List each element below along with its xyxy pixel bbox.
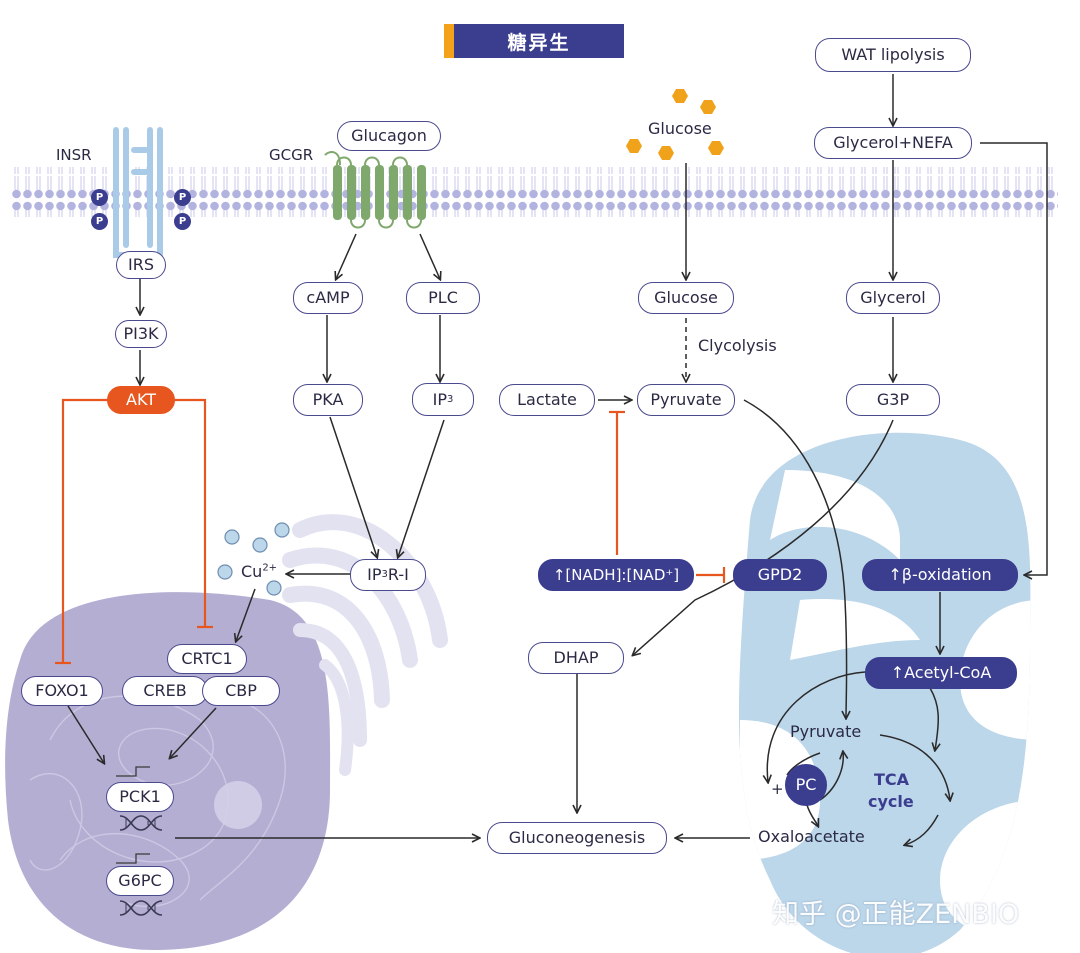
activation-arrows [67,74,1048,864]
nucleolus [214,781,262,829]
node-glucose: Glucose [638,282,734,314]
watermark: 知乎 @正能ZENBIO [772,899,1020,930]
phospho-badge: P [174,189,191,206]
node-wat-lipolysis: WAT lipolysis [815,38,971,72]
node-beta-oxidation: ↑β-oxidation [862,559,1018,591]
node-irs: IRS [116,251,166,279]
glycolysis-label: Clycolysis [698,336,777,355]
copper-ions [217,522,290,596]
ip3r-suffix: R-I [387,565,409,584]
node-pi3k: PI3K [115,320,167,348]
nucleus [5,592,331,951]
node-g3p: G3P [846,384,940,416]
node-gluconeogenesis: Gluconeogenesis [487,822,667,854]
inhibition-lines [55,398,726,665]
node-cbp: CBP [202,676,280,706]
phospho-badge: P [174,213,191,230]
node-g6pc: G6PC [106,866,174,896]
node-plc: PLC [406,282,480,314]
cell-membrane [12,167,1058,217]
node-nadh-ratio: ↑[NADH]:[NAD⁺] [538,559,694,591]
gcgr-label: GCGR [269,146,314,164]
glucose-label: Glucose [648,119,712,138]
node-pka: PKA [293,384,363,416]
ip3-text: IP [432,389,447,409]
tca-label-line2: cycle [868,792,914,811]
glucose-molecules [626,89,724,160]
node-creb: CREB [122,676,208,706]
copper-superscript: 2+ [262,562,278,574]
node-glucagon: Glucagon [337,121,441,151]
gcgr-receptor [333,165,426,220]
oxaloacetate-label: Oxaloacetate [758,827,865,846]
insr-receptor [113,127,163,258]
mito-pyruvate-label: Pyruvate [790,722,862,741]
phospho-badge: P [91,213,108,230]
node-glycerol: Glycerol [846,282,940,314]
node-pyruvate: Pyruvate [637,384,735,416]
node-foxo1: FOXO1 [21,676,103,706]
node-pc: PC [785,764,827,806]
node-dhap: DHAP [528,642,624,674]
dna-icon [119,900,163,916]
tca-label-line1: TCA [874,770,910,789]
node-pck1: PCK1 [106,782,174,812]
node-glycerol-nefa: Glycerol+NEFA [814,127,972,159]
pc-plus-sign: + [771,780,784,798]
node-gpd2: GPD2 [733,559,827,591]
diagram-title: 糖异生 [444,24,624,58]
copper-text: Cu [241,562,263,581]
node-crtc1: CRTC1 [167,644,247,674]
copper-label: Cu2+ [241,562,278,581]
node-akt: AKT [107,386,175,414]
node-lactate: Lactate [499,384,595,416]
node-camp: cAMP [293,282,363,314]
dna-icon [119,815,163,831]
node-acetyl-coa: ↑Acetyl-CoA [865,657,1017,689]
insr-label: INSR [56,146,92,164]
phospho-badge: P [91,189,108,206]
ip3r-text: IP [367,565,382,584]
